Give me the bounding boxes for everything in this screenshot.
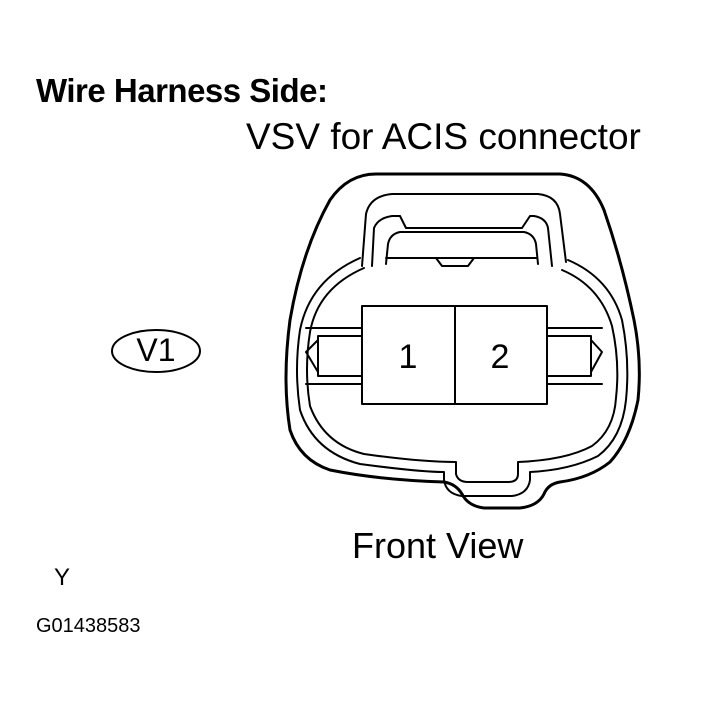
wire-color-label: Y xyxy=(54,564,71,591)
connector-housing-outline xyxy=(284,172,641,510)
view-label: Front View xyxy=(352,525,524,566)
lock-latch xyxy=(361,193,567,267)
diagram-title: Wire Harness Side: xyxy=(36,72,328,109)
connector-code: V1 xyxy=(136,332,176,368)
connector-name: VSV for ACIS connector xyxy=(246,116,641,157)
pin-number-1: 1 xyxy=(398,338,418,376)
pin-cavity-2 xyxy=(454,305,548,405)
pin-number-2: 2 xyxy=(490,338,510,376)
connector-code-oval xyxy=(111,329,201,373)
figure-code: G01438583 xyxy=(36,615,141,637)
